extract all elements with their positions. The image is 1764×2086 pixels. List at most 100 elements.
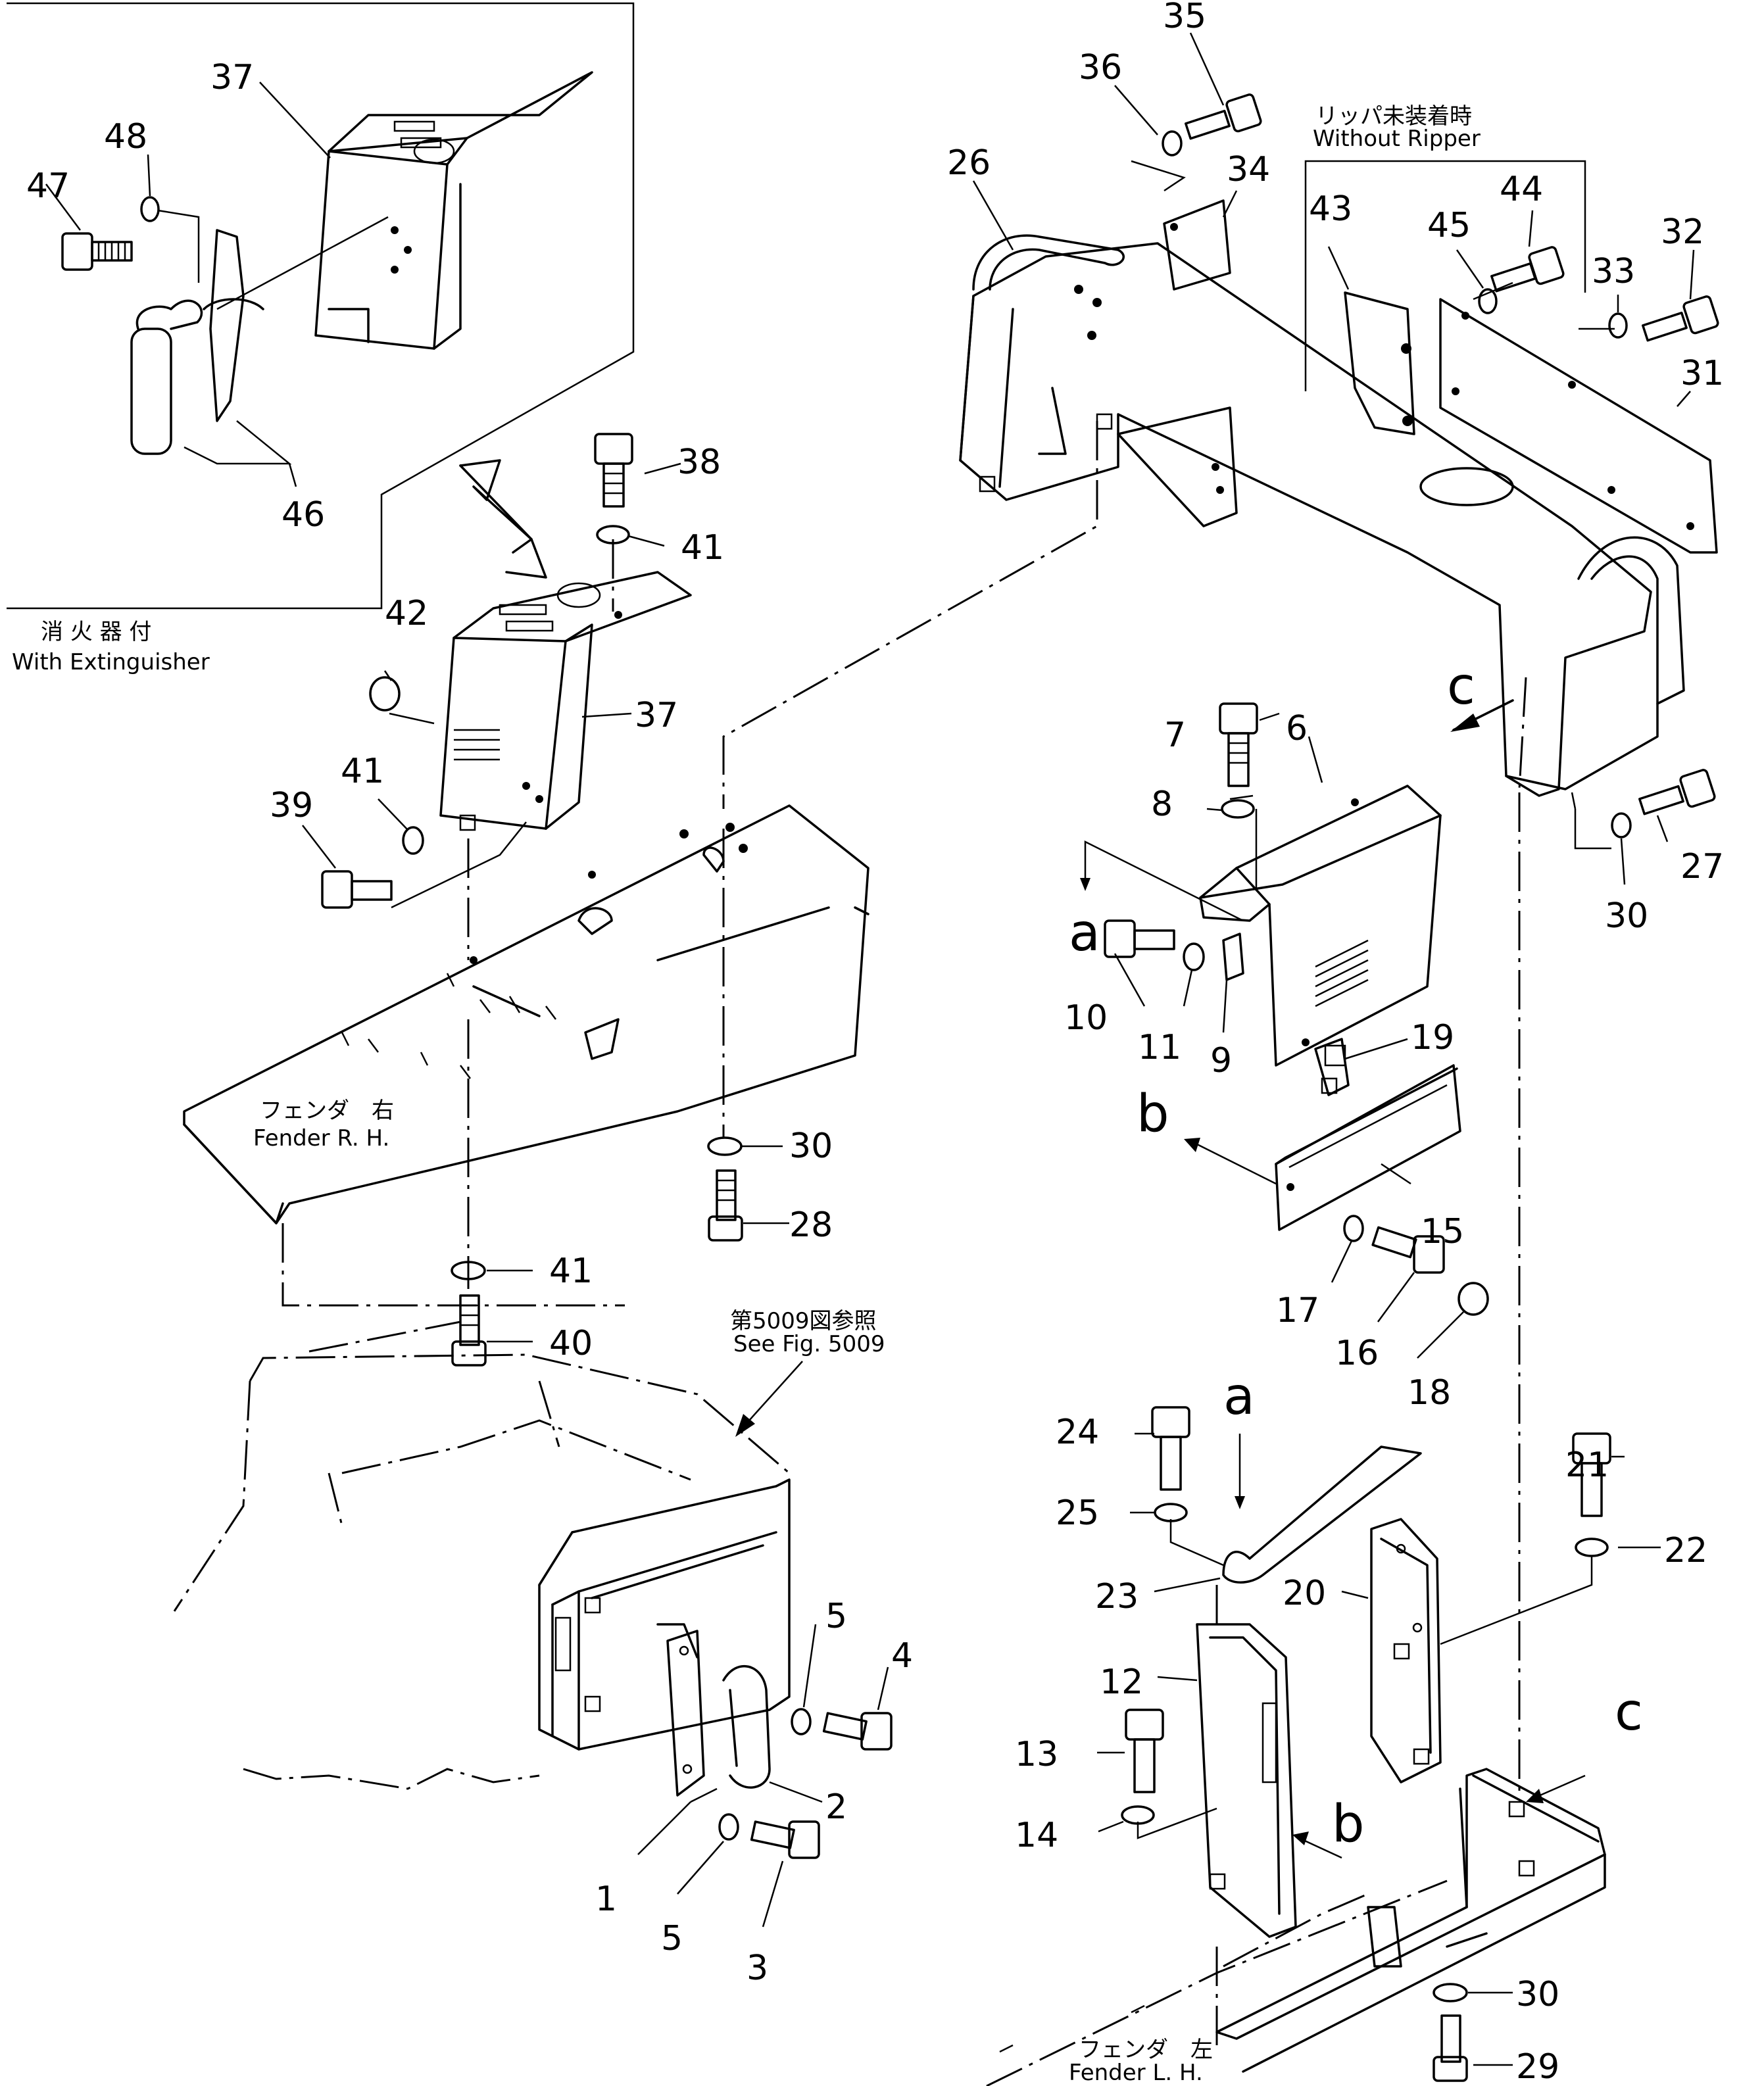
callout-7: 7 — [1164, 716, 1186, 755]
ref-b-2: b — [1332, 1795, 1365, 1854]
callout-41-b: 41 — [341, 752, 384, 791]
washer-33 — [1608, 312, 1628, 339]
cover-6 — [1199, 785, 1442, 1067]
bolt-7 — [1219, 702, 1258, 787]
callout-33: 33 — [1592, 252, 1635, 291]
bolt-32 — [1642, 295, 1719, 342]
callout-6: 6 — [1286, 709, 1308, 748]
callout-22: 22 — [1664, 1531, 1707, 1570]
callout-36: 36 — [1079, 48, 1122, 87]
bolt-4 — [822, 1712, 893, 1751]
callout-43: 43 — [1309, 189, 1352, 229]
callout-46: 46 — [282, 495, 325, 535]
bolt-13 — [1125, 1709, 1164, 1793]
cover-12 — [1196, 1623, 1297, 1938]
callout-9: 9 — [1210, 1041, 1232, 1080]
ref-c-bottom: c — [1615, 1683, 1643, 1742]
callout-26: 26 — [947, 143, 991, 183]
callout-32: 32 — [1661, 212, 1704, 252]
see-fig-jp: 第5009図参照 — [730, 1308, 877, 1334]
callout-15: 15 — [1421, 1212, 1464, 1251]
callout-20: 20 — [1283, 1574, 1326, 1613]
swap-double-arrow — [459, 459, 547, 579]
washer-17 — [1343, 1215, 1364, 1242]
fender-lh-en: Fender L. H. — [1069, 2060, 1203, 2086]
bolt-27 — [1638, 769, 1716, 815]
extinguisher-46 — [130, 229, 264, 455]
bracket-19 — [1314, 1038, 1350, 1096]
plate-31 — [1439, 298, 1718, 554]
fender-rh-jp: フェンダ 右 — [260, 1098, 394, 1124]
inset-extinguisher-en: With Extinguisher — [12, 649, 210, 675]
inset-without-ripper: リッパ未装着時 Without Ripper 43 45 44 — [1304, 103, 1586, 435]
washer-30-a — [707, 1136, 743, 1156]
cover-plate-34 — [1163, 199, 1231, 291]
washer-48 — [140, 196, 160, 222]
callout-23: 23 — [1095, 1577, 1139, 1616]
fender-rh — [183, 804, 870, 1307]
plate-43 — [1344, 291, 1415, 435]
fender-lh-jp: フェンダ 左 — [1079, 2037, 1213, 2063]
clip-9 — [1222, 933, 1244, 981]
callout-47: 47 — [26, 166, 70, 206]
callout-29: 29 — [1516, 2047, 1559, 2086]
callout-44: 44 — [1500, 170, 1543, 209]
plate-15 — [1275, 1064, 1461, 1231]
callout-2: 2 — [825, 1787, 847, 1827]
callout-40: 40 — [549, 1324, 593, 1363]
callout-24: 24 — [1056, 1413, 1099, 1452]
bolt-28 — [708, 1169, 743, 1242]
washer-5-b — [718, 1813, 739, 1841]
inset-extinguisher: 消 火 器 付 With Extinguisher — [7, 2, 635, 675]
callout-34: 34 — [1227, 150, 1270, 189]
callout-45: 45 — [1427, 206, 1471, 245]
cover-37-inset — [314, 71, 593, 350]
washer-8 — [1221, 799, 1255, 819]
inset-extinguisher-jp: 消 火 器 付 — [41, 619, 151, 645]
bolt-29 — [1433, 2014, 1468, 2082]
callout-41-c: 41 — [549, 1251, 593, 1291]
cap-42 — [369, 676, 401, 712]
callout-21: 21 — [1565, 1445, 1609, 1485]
callout-18: 18 — [1408, 1373, 1451, 1413]
callout-19: 19 — [1411, 1018, 1454, 1057]
bolt-47 — [61, 232, 133, 271]
callout-11: 11 — [1138, 1028, 1181, 1067]
bolt-21 — [1572, 1432, 1611, 1517]
washer-5-a — [791, 1708, 812, 1735]
inset-without-ripper-en: Without Ripper — [1313, 126, 1481, 152]
bolt-10 — [1104, 919, 1175, 958]
callout-17: 17 — [1276, 1291, 1319, 1330]
bolt-3 — [750, 1820, 820, 1859]
callout-39: 39 — [270, 786, 313, 825]
callout-14: 14 — [1015, 1816, 1058, 1855]
callout-30-a: 30 — [789, 1127, 833, 1166]
callout-31: 31 — [1680, 354, 1724, 393]
ref-a-1: a — [1069, 904, 1100, 963]
ref-a-2: a — [1223, 1367, 1255, 1426]
callout-13: 13 — [1015, 1735, 1058, 1774]
cap-18 — [1458, 1282, 1489, 1316]
fender-rh-en: Fender R. H. — [253, 1125, 389, 1152]
callout-4: 4 — [891, 1636, 913, 1676]
callout-30-c: 30 — [1605, 896, 1648, 936]
callout-37-inset: 37 — [210, 58, 254, 97]
callout-42: 42 — [385, 594, 428, 633]
washer-45 — [1478, 288, 1498, 314]
see-fig-en: See Fig. 5009 — [733, 1331, 885, 1357]
bolt-39 — [321, 870, 393, 909]
bracket-1 — [666, 1630, 705, 1797]
callout-35: 35 — [1163, 0, 1206, 36]
ref-c-top: c — [1447, 657, 1475, 716]
ref-b-1: b — [1137, 1084, 1169, 1144]
callout-41-a: 41 — [681, 528, 724, 568]
callout-25: 25 — [1056, 1493, 1099, 1533]
washer-30-b — [1433, 1983, 1468, 2002]
washer-22 — [1575, 1538, 1609, 1557]
callout-28: 28 — [789, 1205, 833, 1245]
floor-structure — [173, 1321, 791, 1790]
callout-38: 38 — [677, 443, 721, 482]
callout-16: 16 — [1335, 1334, 1379, 1373]
callout-3: 3 — [747, 1949, 768, 1988]
